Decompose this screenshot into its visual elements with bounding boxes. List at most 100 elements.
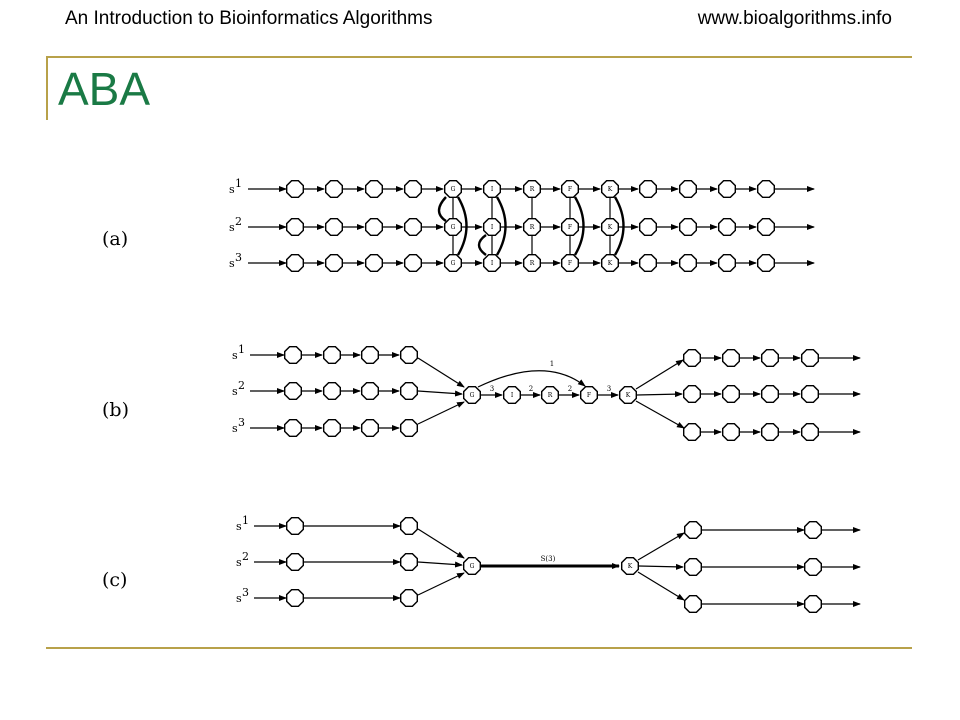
node — [684, 521, 702, 539]
node — [286, 589, 304, 607]
node — [679, 179, 697, 199]
node — [284, 382, 302, 400]
sequence-label: s — [229, 183, 235, 196]
node — [718, 179, 736, 199]
node-letter: G — [451, 260, 456, 267]
sequence-label: s — [232, 385, 238, 398]
node — [325, 217, 343, 237]
node — [801, 385, 819, 403]
alignment-arc — [456, 196, 468, 256]
node — [722, 349, 740, 367]
edge — [417, 572, 465, 596]
node — [365, 179, 383, 199]
node — [365, 253, 383, 272]
node — [523, 253, 541, 272]
alignment-arc — [573, 196, 585, 256]
node — [404, 179, 422, 199]
node — [621, 557, 639, 575]
panel-a-label: (a) — [102, 228, 128, 250]
node — [286, 179, 304, 199]
node — [523, 179, 541, 199]
node — [286, 253, 304, 272]
edge — [638, 563, 684, 570]
alignment-arc — [477, 234, 487, 256]
node — [541, 386, 559, 404]
node-letter: I — [491, 186, 494, 193]
node — [365, 217, 383, 237]
node-letter: K — [608, 224, 613, 231]
node — [444, 253, 462, 272]
node-letter: G — [470, 392, 475, 399]
node-letter: R — [548, 392, 553, 399]
node — [683, 349, 701, 367]
node — [801, 349, 819, 367]
title-accent-horizontal — [46, 56, 912, 58]
node — [757, 179, 775, 199]
node — [400, 589, 418, 607]
node — [684, 595, 702, 613]
edge — [417, 357, 465, 388]
node — [722, 385, 740, 403]
edge — [636, 391, 683, 398]
node — [286, 217, 304, 237]
alignment-arc — [495, 196, 507, 256]
node — [683, 423, 701, 441]
node — [404, 217, 422, 237]
node — [444, 179, 462, 199]
node — [444, 217, 462, 237]
node — [804, 521, 822, 539]
node — [284, 419, 302, 437]
node — [284, 346, 302, 364]
node-letter: F — [568, 186, 572, 193]
node-letter: F — [587, 392, 591, 399]
skip-edge — [477, 370, 586, 388]
node — [463, 386, 481, 404]
node-letter: R — [530, 186, 535, 193]
node — [761, 385, 779, 403]
sequence-label: s — [236, 592, 242, 605]
node — [361, 382, 379, 400]
node-letter: K — [608, 260, 613, 267]
edge-weight: 3 — [490, 385, 494, 393]
node — [801, 423, 819, 441]
node-letter: G — [470, 563, 475, 570]
node — [722, 423, 740, 441]
sequence-superscript: 1 — [242, 514, 249, 527]
title-accent-vertical — [46, 56, 48, 120]
node — [483, 253, 501, 272]
edge — [417, 401, 465, 425]
node — [463, 557, 481, 575]
node — [757, 217, 775, 237]
node — [639, 217, 657, 237]
panel-b-label: (b) — [102, 399, 129, 421]
node-letter: G — [451, 224, 456, 231]
node-letter: F — [568, 224, 572, 231]
node-letter: I — [491, 260, 494, 267]
sequence-label: s — [236, 556, 242, 569]
node — [761, 423, 779, 441]
node — [619, 386, 637, 404]
summary-edge-label: S(3) — [541, 555, 556, 563]
edge — [417, 561, 463, 568]
edge-weight: 2 — [568, 385, 572, 393]
node — [561, 253, 579, 272]
node — [400, 346, 418, 364]
node-letter: R — [530, 224, 535, 231]
node — [639, 179, 657, 199]
node — [601, 217, 619, 237]
node-letter: I — [491, 224, 494, 231]
node — [679, 253, 697, 272]
sequence-superscript: 2 — [242, 550, 249, 563]
alignment-arc — [437, 196, 447, 223]
node — [286, 553, 304, 571]
node — [718, 217, 736, 237]
node — [400, 382, 418, 400]
edge — [635, 400, 685, 429]
sequence-label: s — [229, 257, 235, 270]
node — [400, 517, 418, 535]
node — [323, 419, 341, 437]
node-letter: I — [511, 392, 514, 399]
